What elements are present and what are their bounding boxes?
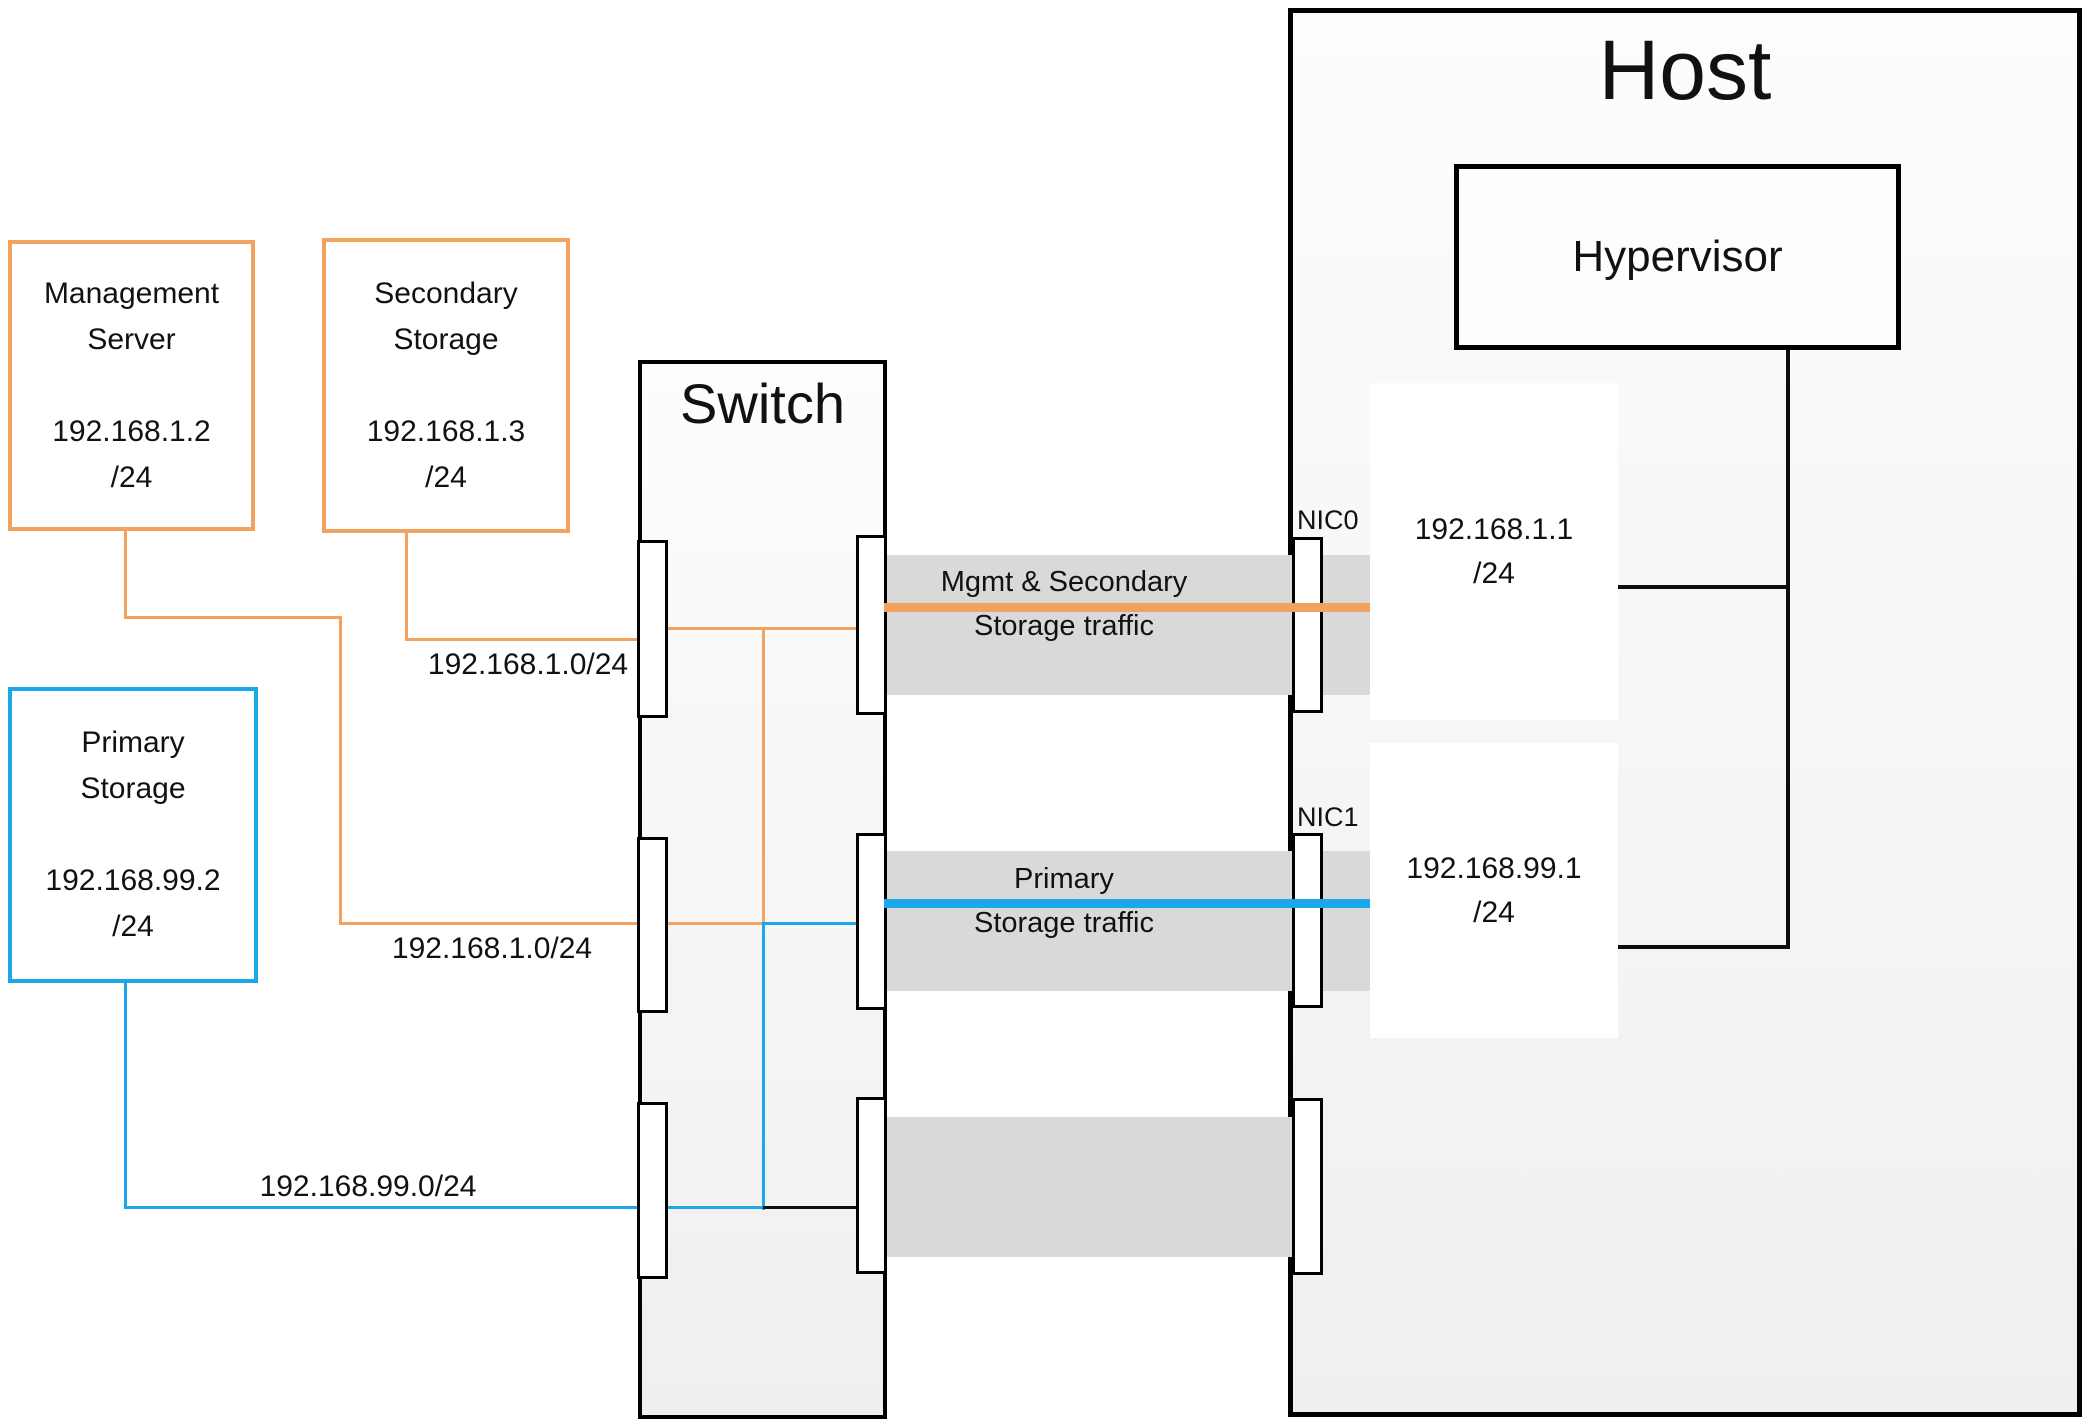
switch-title-text: Switch: [680, 372, 845, 435]
switch-port-left-3: [637, 1102, 668, 1279]
traffic-band-primary: [884, 851, 1372, 991]
band1-label-line1-text: Mgmt & Secondary: [940, 566, 1188, 598]
band1-label-line2-text: Storage traffic: [973, 610, 1154, 642]
secondary-storage-title-2: Storage: [393, 322, 499, 356]
line-primary-drop: [124, 982, 127, 1209]
hypervisor-label: Hypervisor: [1572, 232, 1783, 281]
nic0-ip: 192.168.1.1: [1414, 512, 1574, 546]
host-title: Host: [1288, 22, 2082, 118]
traffic-line-primary: [884, 899, 1374, 908]
subnet-label-storage-text: 192.168.99.0/24: [259, 1170, 477, 1203]
switch-port-left-2: [637, 837, 668, 1013]
traffic-line-mgmt: [884, 603, 1374, 612]
spacer: [326, 363, 566, 409]
secondary-storage-ip: 192.168.1.3: [366, 414, 526, 448]
line-mgmt-v2: [339, 616, 342, 925]
line-mgmt-drop: [124, 530, 127, 619]
primary-storage-title-1: Primary: [81, 726, 185, 759]
band2-label-line2: Storage traffic: [884, 907, 1244, 940]
secondary-storage-mask: /24: [425, 460, 467, 494]
management-server-title-1: Management: [43, 276, 220, 310]
host-port-spare: [1292, 1098, 1323, 1275]
line-mgmt-h1: [124, 616, 342, 619]
nic0-label: NIC0: [1297, 505, 1359, 536]
line-nic1-to-trunk: [1616, 945, 1790, 949]
line-mgmt-h2: [339, 922, 659, 925]
band2-label-line1-text: Primary: [1014, 863, 1114, 895]
host-port-nic1: [1292, 833, 1323, 1008]
spacer: [12, 812, 254, 858]
host-title-text: Host: [1598, 23, 1772, 117]
line-primary-h: [124, 1206, 659, 1209]
nic1-mask: /24: [1473, 895, 1515, 929]
management-server-mask: /24: [110, 460, 153, 494]
line-nic0-to-trunk: [1616, 585, 1790, 589]
band2-label-line2-text: Storage traffic: [973, 907, 1154, 939]
management-server-ip: 192.168.1.2: [52, 414, 211, 448]
band1-label-line1: Mgmt & Secondary: [884, 566, 1244, 599]
host-port-nic0: [1292, 537, 1323, 713]
line-switch-black-bottom: [763, 1206, 865, 1209]
switch-title: Switch: [638, 372, 887, 436]
management-server-title-2: Server: [87, 322, 176, 356]
management-server-box: Management Server 192.168.1.2 /24: [8, 240, 255, 531]
subnet-label-storage: 192.168.99.0/24: [248, 1170, 488, 1204]
nic0-label-text: NIC0: [1297, 505, 1359, 535]
primary-storage-box: Primary Storage 192.168.99.2 /24: [8, 687, 258, 983]
band2-label-line1: Primary: [884, 863, 1244, 896]
secondary-storage-box: Secondary Storage 192.168.1.3 /24: [322, 238, 570, 533]
subnet-label-mid: 192.168.1.0/24: [372, 932, 612, 966]
switch-port-right-2: [856, 833, 887, 1010]
switch-port-right-1: [856, 535, 887, 715]
traffic-band-mgmt: [884, 555, 1372, 695]
nic1-ip: 192.168.99.1: [1406, 851, 1582, 885]
subnet-label-top: 192.168.1.0/24: [408, 648, 648, 682]
switch-port-right-3: [856, 1097, 887, 1274]
subnet-label-mid-text: 192.168.1.0/24: [391, 932, 593, 965]
line-secondary-h: [405, 638, 659, 641]
switch-port-left-1: [637, 540, 668, 718]
line-switch-blue-vert: [762, 922, 765, 1210]
nic0-box: 192.168.1.1 /24: [1370, 383, 1618, 720]
line-switch-blue-bottom: [650, 1206, 764, 1209]
nic1-box: 192.168.99.1 /24: [1370, 743, 1618, 1038]
primary-storage-title-2: Storage: [80, 772, 186, 805]
primary-storage-ip: 192.168.99.2: [45, 864, 221, 897]
traffic-band-unused: [884, 1117, 1293, 1257]
line-switch-blue-mid: [763, 922, 865, 925]
nic1-label: NIC1: [1297, 802, 1359, 833]
nic1-label-text: NIC1: [1297, 802, 1359, 832]
band1-label-line2: Storage traffic: [884, 610, 1244, 643]
spacer: [12, 363, 251, 409]
line-switch-orange-vert: [762, 627, 765, 925]
line-switch-orange-mid: [650, 922, 764, 925]
hypervisor-box: Hypervisor: [1454, 164, 1901, 350]
nic0-mask: /24: [1473, 556, 1515, 590]
line-secondary-drop: [405, 533, 408, 641]
line-hypervisor-trunk: [1786, 348, 1790, 949]
secondary-storage-title-1: Secondary: [374, 276, 518, 310]
subnet-label-top-text: 192.168.1.0/24: [427, 648, 629, 681]
line-switch-orange-top: [650, 627, 865, 630]
primary-storage-mask: /24: [112, 910, 154, 943]
